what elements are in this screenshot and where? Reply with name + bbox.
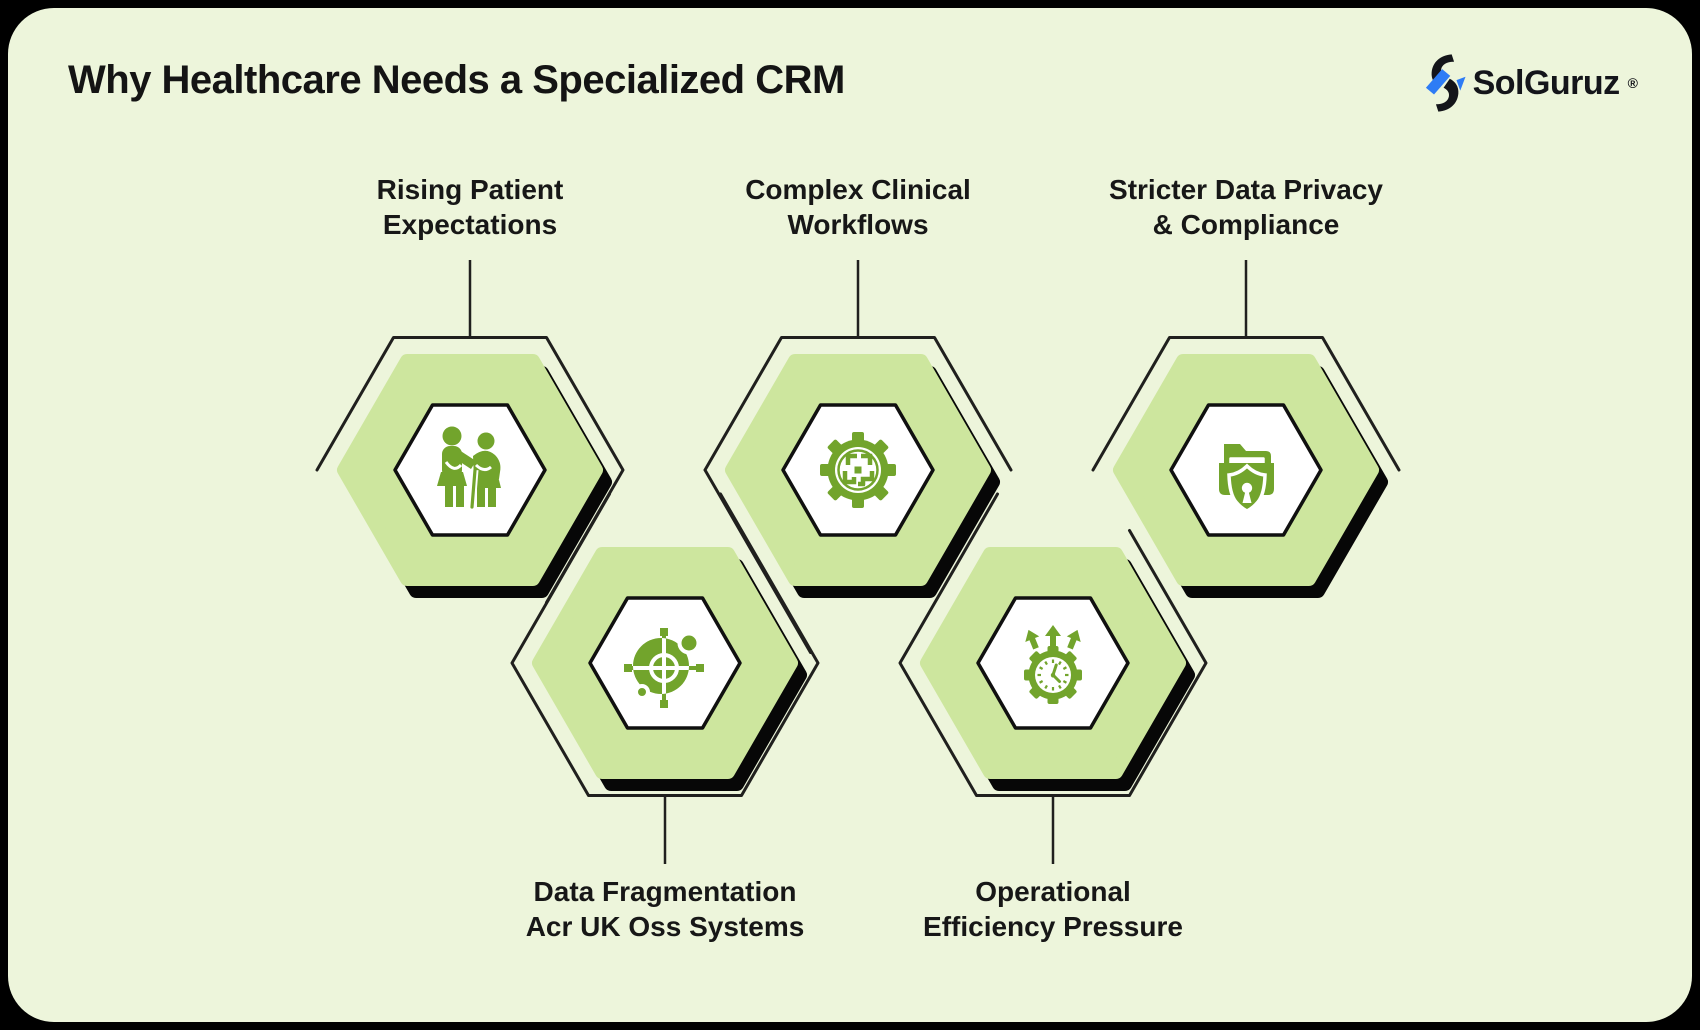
gear-maze-icon — [820, 432, 896, 508]
solguruz-logo-icon — [1425, 54, 1466, 112]
label-stricter-data-privacy-compliance: Stricter Data Privacy & Compliance — [1026, 172, 1466, 242]
infographic-card: Why Healthcare Needs a Specialized CRM S… — [8, 8, 1692, 1022]
label-line: Expectations — [382, 209, 558, 240]
hexagon-outline-data-fragmentation — [510, 492, 820, 797]
hexagon-core-rising-patient-expectations — [393, 403, 547, 537]
hexagon-outline-stricter-data-privacy-compliance — [1091, 336, 1401, 472]
brand-name: SolGuruz — [1472, 63, 1621, 102]
page-title: Why Healthcare Needs a Specialized CRM — [68, 58, 845, 102]
label-line: Workflows — [787, 209, 929, 240]
label-line: Operational — [975, 876, 1131, 907]
label-data-fragmentation: Data Fragmentation Acr UK Oss Systems — [445, 874, 885, 944]
hexagon-outline-operational-efficiency-pressure — [898, 492, 1208, 797]
label-line: Acr UK Oss Systems — [525, 911, 805, 942]
label-line: Efficiency Pressure — [923, 911, 1183, 942]
label-line: & Compliance — [1152, 209, 1340, 240]
label-complex-clinical-workflows: Complex Clinical Workflows — [638, 172, 1078, 242]
label-line: Data Fragmentation — [533, 876, 797, 907]
label-rising-patient-expectations: Rising Patient Expectations — [250, 172, 690, 242]
registered-trademark: ® — [1627, 75, 1638, 91]
label-line: Rising Patient — [376, 174, 564, 205]
gear-clock-arrows-icon — [1020, 623, 1086, 706]
label-operational-efficiency-pressure: Operational Efficiency Pressure — [833, 874, 1273, 944]
label-line: Complex Clinical — [745, 174, 971, 205]
hexagon-diagram-canvas — [315, 260, 1401, 864]
label-line: Stricter Data Privacy — [1109, 174, 1383, 205]
brand-logo: SolGuruz ® — [1424, 52, 1638, 114]
